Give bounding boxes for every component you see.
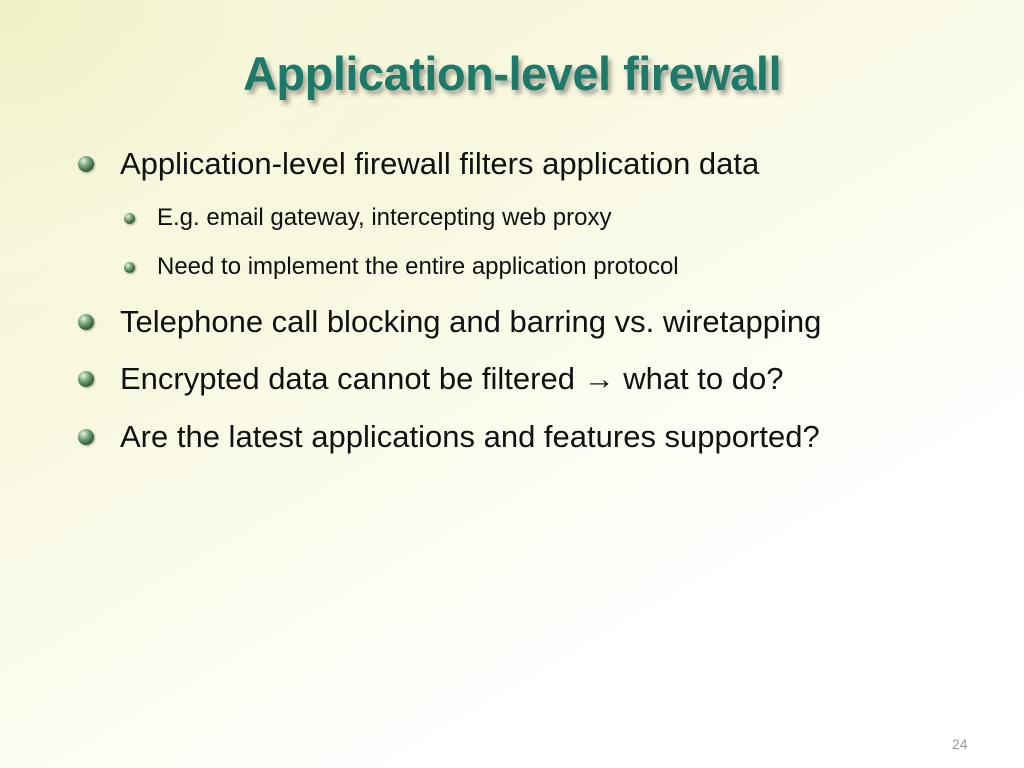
bullet-text: Telephone call blocking and barring vs. …	[120, 304, 822, 339]
bullet-text: Are the latest applications and features…	[120, 419, 820, 454]
bullet-item-1: Application-level firewall filters appli…	[78, 146, 759, 182]
bullet-item-4: Are the latest applications and features…	[78, 419, 820, 455]
bullet-text: Application-level firewall filters appli…	[120, 146, 760, 181]
sub-bullet-item-1: E.g. email gateway, intercepting web pro…	[124, 204, 611, 232]
bullet-item-3: Encrypted data cannot be filtered → what…	[78, 361, 783, 397]
page-number: 24	[952, 736, 968, 752]
green-sphere-bullet-icon	[78, 371, 94, 387]
green-sphere-bullet-icon	[124, 261, 135, 273]
sub-bullet-item-2: Need to implement the entire application…	[124, 253, 679, 281]
green-sphere-bullet-icon	[124, 212, 135, 224]
bullet-item-2: Telephone call blocking and barring vs. …	[78, 304, 821, 340]
green-sphere-bullet-icon	[78, 429, 94, 445]
bullet-text: Encrypted data cannot be filtered → what…	[120, 361, 784, 396]
sub-bullet-text: Need to implement the entire application…	[157, 253, 679, 280]
sub-bullet-text: E.g. email gateway, intercepting web pro…	[157, 204, 612, 231]
green-sphere-bullet-icon	[78, 156, 94, 172]
slide-title: Application-level firewall	[242, 47, 782, 100]
green-sphere-bullet-icon	[78, 314, 94, 330]
